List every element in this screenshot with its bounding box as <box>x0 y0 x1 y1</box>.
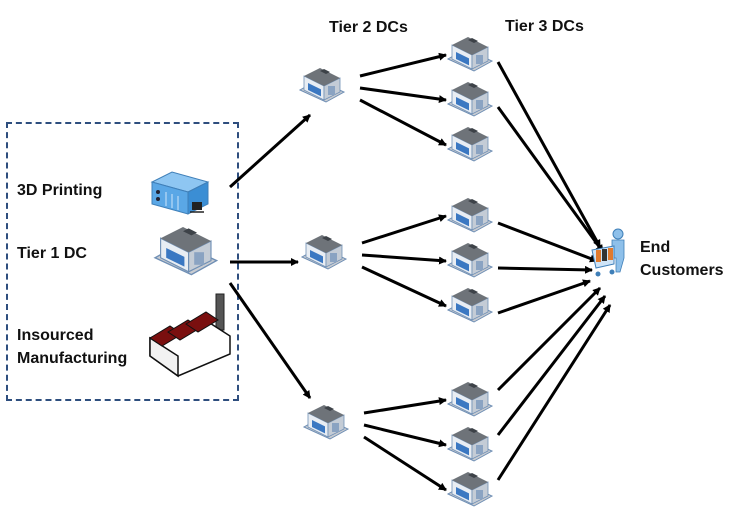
label-tier1-dc: Tier 1 DC <box>17 245 87 262</box>
arrow-tier3-to-customer <box>497 221 598 263</box>
tier2-dc-building-icon <box>299 67 345 103</box>
arrow-tier2-to-tier3 <box>361 253 447 265</box>
arrow-tier2-to-tier3 <box>361 265 447 308</box>
arrow-tier3-to-customer <box>496 61 602 248</box>
arrow-tier2-to-tier3 <box>359 98 447 147</box>
arrow-tier2-to-tier3 <box>359 52 447 78</box>
tier1-dc-building-icon <box>154 226 218 276</box>
arrow-tier2-to-tier3 <box>363 397 447 415</box>
label-end: End <box>640 239 671 256</box>
arrow-tier2-to-tier3 <box>359 86 447 103</box>
label-insourced: Insourced <box>17 327 94 344</box>
tier3-dc-building-icon <box>447 197 493 233</box>
network-arrows <box>228 52 612 492</box>
arrow-tier3-to-customer <box>496 304 612 481</box>
header-tier2-dcs: Tier 2 DCs <box>329 19 408 36</box>
arrow-tier1-to-tier2-3 <box>228 282 312 399</box>
tier3-dc-building-icon <box>447 36 493 72</box>
arrow-tier3-to-customer <box>496 286 602 392</box>
arrow-tier2-to-tier3 <box>361 214 447 245</box>
arrow-tier2-to-tier3 <box>363 435 447 492</box>
tier3-dc-building-icon <box>447 81 493 117</box>
tier3-dc-building-icon <box>447 126 493 162</box>
tier3-dc-building-icon <box>447 426 493 462</box>
label-3d-printing: 3D Printing <box>17 182 103 199</box>
tier3-dc-building-icon <box>447 471 493 507</box>
header-tier3-dcs: Tier 3 DCs <box>505 18 584 35</box>
arrow-tier3-to-customer <box>496 106 605 253</box>
label-manufacturing: Manufacturing <box>17 350 128 367</box>
tier3-dc-building-icon <box>447 287 493 323</box>
tier2-dc-building-icon <box>303 404 349 440</box>
tier3-dc-building-icon <box>447 242 493 278</box>
label-customers: Customers <box>640 262 724 279</box>
arrow-tier3-to-customer <box>496 295 607 436</box>
arrow-tier3-to-customer <box>497 265 593 274</box>
arrow-tier3-to-customer <box>497 279 591 315</box>
3d-printer-icon <box>150 171 210 215</box>
tier3-dc-building-icon <box>447 381 493 417</box>
arrow-tier2-to-tier3 <box>363 423 447 448</box>
factory-icon <box>149 293 231 378</box>
arrow-tier1-to-tier2-1 <box>228 113 312 189</box>
end-customer-shopping-cart-icon <box>591 228 625 277</box>
tier2-dc-building-icon <box>301 234 347 270</box>
